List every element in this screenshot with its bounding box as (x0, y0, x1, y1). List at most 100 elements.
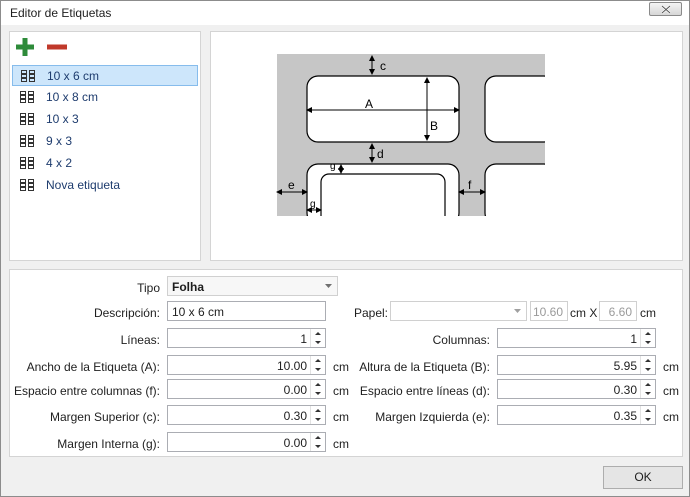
lineas-stepper[interactable]: 1 (167, 328, 326, 348)
columnas-label: Columnas: (432, 333, 490, 347)
label-list-item[interactable]: 10 x 6 cm (12, 65, 198, 86)
ancho-stepper[interactable]: 10.00 (167, 355, 326, 375)
lineas-spin (310, 329, 325, 347)
label-diagram: A B c d g e g f (271, 52, 682, 260)
label-list-item-label: 4 x 2 (46, 156, 73, 170)
dim-label-a: A (365, 97, 373, 111)
stepper-down-icon[interactable] (311, 365, 325, 374)
margen-interna-spin (310, 433, 325, 451)
stepper-down-icon[interactable] (641, 365, 655, 374)
stepper-down-icon[interactable] (311, 415, 325, 424)
descripcion-field[interactable]: 10 x 6 cm (167, 301, 326, 321)
espacio-columnas-label: Espacio entre columnas (f): (13, 384, 160, 398)
altura-unit: cm (663, 360, 679, 374)
stepper-up-icon[interactable] (641, 406, 655, 415)
dim-label-g-left: g (310, 199, 316, 210)
grid-icon (20, 179, 34, 191)
tipo-select[interactable]: Folha (167, 276, 338, 296)
stepper-down-icon[interactable] (311, 338, 325, 347)
dim-label-f: f (468, 178, 472, 192)
altura-spin (640, 356, 655, 374)
dim-label-b: B (430, 119, 438, 133)
margen-interna-stepper[interactable]: 0.00 (167, 432, 326, 452)
dim-label-d: d (377, 147, 384, 161)
stepper-up-icon[interactable] (641, 356, 655, 365)
chevron-down-icon (514, 309, 521, 313)
espacio-columnas-stepper[interactable]: 0.00 (167, 379, 326, 399)
close-button[interactable] (649, 2, 682, 16)
labels-list-panel: 10 x 6 cm 10 x 8 cm 10 x 3 9 x 3 4 x 2 Nova e… (9, 31, 201, 261)
stepper-down-icon[interactable] (311, 389, 325, 398)
grid-icon (20, 135, 34, 147)
ancho-spin (310, 356, 325, 374)
margen-superior-unit: cm (333, 410, 349, 424)
margen-superior-label: Margen Superior (c): (49, 410, 160, 424)
chevron-down-icon (325, 284, 332, 288)
remove-label-button[interactable] (46, 36, 68, 58)
stepper-down-icon[interactable] (641, 389, 655, 398)
altura-stepper[interactable]: 5.95 (497, 355, 656, 375)
margen-izquierda-label: Margen Izquierda (e): (375, 410, 490, 424)
label-list-item[interactable]: 10 x 8 cm (12, 87, 198, 108)
label-list-item-label: 10 x 8 cm (46, 90, 99, 104)
espacio-lineas-unit: cm (663, 384, 679, 398)
papel-height-unit: cm (640, 306, 656, 320)
margen-interna-label: Margen Interna (g): (57, 437, 160, 451)
grid-icon (20, 113, 34, 125)
label-list-item[interactable]: 10 x 3 (12, 109, 198, 130)
margen-izquierda-unit: cm (663, 410, 679, 424)
label-list-item-label: 10 x 3 (46, 112, 79, 126)
label-list-item[interactable]: 9 x 3 (12, 131, 198, 152)
dim-label-e: e (288, 178, 295, 192)
espacio-columnas-unit: cm (333, 384, 349, 398)
grid-icon (20, 91, 34, 103)
tipo-label: Tipo (137, 281, 160, 295)
dim-label-c: c (380, 59, 386, 73)
minus-icon (47, 44, 67, 50)
label-layout-diagram: A B c d g e g f (210, 31, 683, 261)
grid-icon (21, 70, 35, 82)
label-list-item-label: Nova etiqueta (46, 178, 121, 192)
margen-interna-unit: cm (333, 437, 349, 451)
margen-izquierda-stepper[interactable]: 0.35 (497, 405, 656, 425)
ancho-unit: cm (333, 360, 349, 374)
columnas-spin (640, 329, 655, 347)
grid-icon (20, 157, 34, 169)
descripcion-label: Descripción: (93, 306, 160, 320)
espacio-columnas-spin (310, 380, 325, 398)
dim-label-g-top: g (330, 161, 336, 172)
stepper-up-icon[interactable] (311, 380, 325, 389)
columnas-stepper[interactable]: 1 (497, 328, 656, 348)
margen-superior-spin (310, 406, 325, 424)
papel-height-field[interactable]: 6.60 (599, 301, 637, 321)
papel-width-unit: cm X (570, 306, 598, 320)
title-bar: Editor de Etiquetas (1, 1, 689, 25)
stepper-up-icon[interactable] (311, 356, 325, 365)
stepper-up-icon[interactable] (641, 380, 655, 389)
label-list-item-label: 9 x 3 (46, 134, 73, 148)
label-list-item-label: 10 x 6 cm (47, 69, 100, 83)
label-list-item[interactable]: 4 x 2 (12, 153, 198, 174)
margen-superior-stepper[interactable]: 0.30 (167, 405, 326, 425)
label-list-item[interactable]: Nova etiqueta (12, 175, 198, 196)
close-icon (661, 5, 671, 14)
stepper-up-icon[interactable] (311, 433, 325, 442)
ancho-label: Ancho de la Etiqueta (A): (26, 360, 160, 374)
espacio-lineas-stepper[interactable]: 0.30 (497, 379, 656, 399)
stepper-down-icon[interactable] (311, 442, 325, 451)
margen-izquierda-spin (640, 406, 655, 424)
papel-select[interactable] (390, 301, 527, 321)
papel-width-field[interactable]: 10.60 (530, 301, 568, 321)
ok-button[interactable]: OK (603, 466, 683, 489)
plus-icon (16, 38, 34, 56)
stepper-down-icon[interactable] (641, 338, 655, 347)
altura-label: Altura de la Etiqueta (B): (359, 360, 490, 374)
label-properties-panel: Tipo Folha Descripción: 10 x 6 cm Papel:… (9, 269, 683, 457)
stepper-up-icon[interactable] (311, 406, 325, 415)
stepper-up-icon[interactable] (641, 329, 655, 338)
add-label-button[interactable] (14, 36, 36, 58)
window-title: Editor de Etiquetas (10, 6, 112, 20)
stepper-up-icon[interactable] (311, 329, 325, 338)
stepper-down-icon[interactable] (641, 415, 655, 424)
